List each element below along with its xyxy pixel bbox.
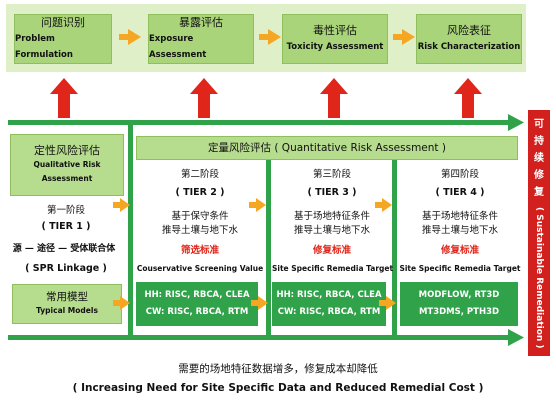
tier4-stage: 第四阶段 <box>440 169 479 180</box>
tier3-line1: 基于场地特征条件 <box>293 211 370 222</box>
red-up-arrow-icon <box>190 78 218 118</box>
tier4-label: ( TIER 4 ) <box>435 187 485 198</box>
tier2-label: ( TIER 2 ) <box>175 187 225 198</box>
step-toxicity-assessment: 毒性评估 Toxicity Assessment <box>282 14 388 64</box>
green-divider <box>128 120 133 340</box>
tier2-standard: 筛选标准 <box>180 245 219 256</box>
arrow-right-icon <box>259 29 281 45</box>
green-arrowhead-icon <box>508 114 524 131</box>
tier1-label: ( TIER 1 ) <box>41 221 91 232</box>
arrow-right-icon <box>113 198 130 212</box>
bottom-caption-en: ( Increasing Need for Site Specific Data… <box>72 382 484 394</box>
qualitative-en-2: Assessment <box>41 174 93 183</box>
model-line: CW: RISC, RBCA, RTM <box>277 307 381 317</box>
step-cn: 暴露评估 <box>179 16 223 29</box>
tier1-desc-en: ( SPR Linkage ) <box>25 263 107 274</box>
qualitative-en-1: Qualitative Risk <box>33 160 101 169</box>
tier3-line2: 推导土壤与地下水 <box>293 225 370 236</box>
tier1-desc: 源 — 途径 — 受体联合体 <box>12 244 116 254</box>
model-line: CW: RISC, RBCA, RTM <box>145 307 249 317</box>
quantitative-title: 定量风险评估 ( Quantitative Risk Assessment ) <box>208 142 446 154</box>
common-models-box: 常用模型 Typical Models <box>12 284 122 324</box>
tier4-models: MODFLOW, RT3D MT3DMS, PTH3D <box>400 282 518 326</box>
tier4-line2: 推导土壤与地下水 <box>421 225 498 236</box>
arrow-right-icon <box>113 296 130 310</box>
arrow-right-icon <box>251 296 268 310</box>
qualitative-cn: 定性风险评估 <box>34 144 100 157</box>
step-en: Problem Formulation <box>15 34 73 60</box>
model-line: HH: RISC, RBCA, CLEA <box>144 290 250 300</box>
red-up-arrow-icon <box>320 78 348 118</box>
arrow-right-icon <box>393 29 415 45</box>
tier3-standard-en: Site Specific Remedia Target <box>272 264 394 273</box>
common-models-en: Typical Models <box>36 306 98 315</box>
step-cn: 风险表征 <box>447 24 491 37</box>
step-en: Exposure Assessment <box>149 34 207 60</box>
tier4-standard-en: Site Specific Remedia Target <box>399 264 521 273</box>
common-models-cn: 常用模型 <box>46 291 88 303</box>
tier3-label: ( TIER 3 ) <box>307 187 357 198</box>
model-line: MODFLOW, RT3D <box>418 290 500 300</box>
step-en: Risk Characterization <box>417 42 521 52</box>
quantitative-risk-header: 定量风险评估 ( Quantitative Risk Assessment ) <box>136 136 518 160</box>
green-top-line <box>8 120 514 125</box>
tier2-line2: 推导土壤与地下水 <box>161 225 238 236</box>
step-problem-formulation: 问题识别 Problem Formulation <box>14 14 112 64</box>
step-cn: 问题识别 <box>41 16 85 29</box>
arrow-right-icon <box>119 29 141 45</box>
tier3-standard: 修复标准 <box>312 245 351 256</box>
tier2-line1: 基于保守条件 <box>171 211 229 222</box>
tier2-stage: 第二阶段 <box>180 169 219 180</box>
sustainable-cn: 可持续修复 <box>534 119 544 198</box>
tier3-stage: 第三阶段 <box>312 169 351 180</box>
step-risk-characterization: 风险表征 Risk Characterization <box>416 14 522 64</box>
model-line: MT3DMS, PTH3D <box>418 307 500 317</box>
tier4-line1: 基于场地特征条件 <box>421 211 498 222</box>
tier4-standard: 修复标准 <box>440 245 479 256</box>
green-bottom-line <box>8 335 514 340</box>
arrow-right-icon <box>249 198 266 212</box>
tier1-stage: 第一阶段 <box>46 205 85 216</box>
step-cn: 毒性评估 <box>313 24 357 37</box>
red-up-arrow-icon <box>454 78 482 118</box>
bottom-caption-cn: 需要的场地特征数据增多，修复成本却降低 <box>178 363 378 375</box>
step-exposure-assessment: 暴露评估 Exposure Assessment <box>148 14 254 64</box>
red-up-arrow-icon <box>50 78 78 118</box>
green-divider <box>392 158 397 340</box>
tier2-standard-en: Couservative Screening Value <box>136 264 264 273</box>
arrow-right-icon <box>379 296 396 310</box>
green-divider <box>266 158 271 340</box>
tier2-models: HH: RISC, RBCA, CLEA CW: RISC, RBCA, RTM <box>136 282 258 326</box>
sustainable-remediation-bar: 可持续修复 ( Sustainable Remediation ) <box>528 110 550 356</box>
step-en: Toxicity Assessment <box>286 42 384 52</box>
arrow-right-icon <box>375 198 392 212</box>
tier3-models: HH: RISC, RBCA, CLEA CW: RISC, RBCA, RTM <box>272 282 386 326</box>
green-arrowhead-icon <box>508 329 524 346</box>
sustainable-en: ( Sustainable Remediation ) <box>534 207 544 349</box>
model-line: HH: RISC, RBCA, CLEA <box>276 290 382 300</box>
qualitative-risk-box: 定性风险评估 Qualitative Risk Assessment <box>10 134 124 196</box>
